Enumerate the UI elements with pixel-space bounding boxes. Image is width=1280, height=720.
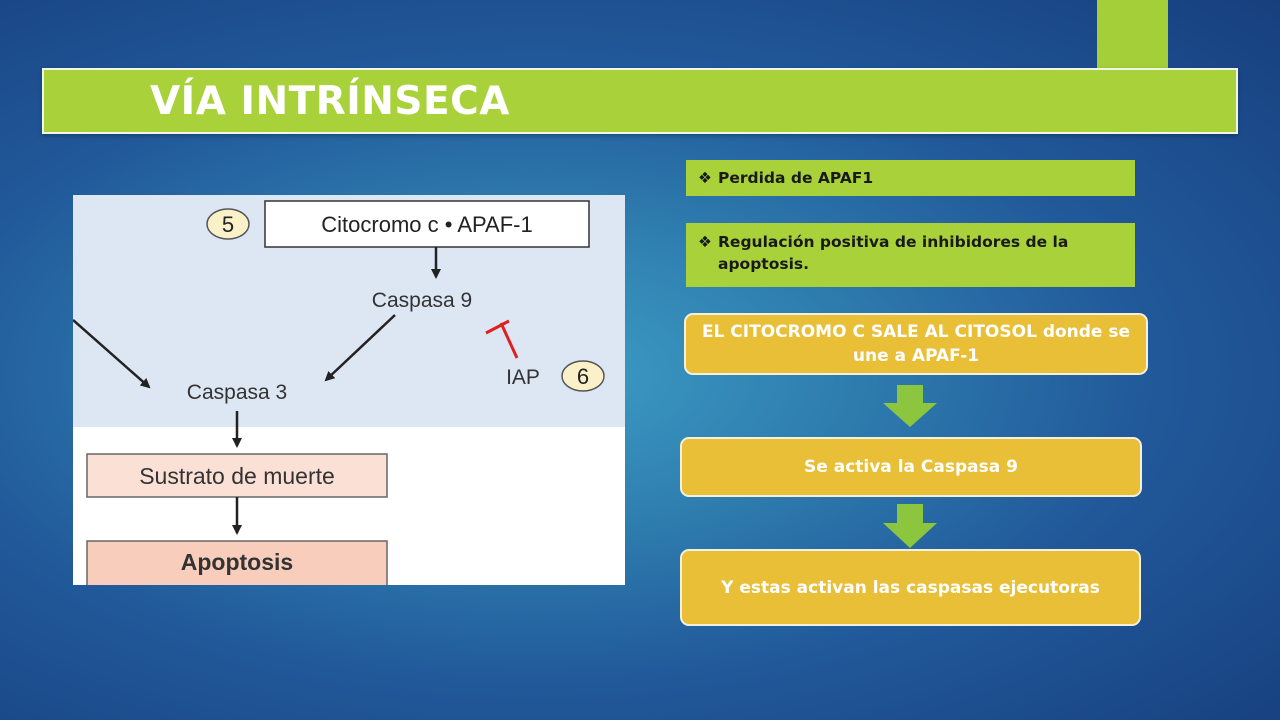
sustrato-label: Sustrato de muerte — [139, 463, 335, 489]
iap-inhibitor-stem — [499, 322, 519, 359]
down-arrow-icon — [883, 504, 937, 548]
arrow-caspasa9-to-caspasa3 — [324, 314, 396, 382]
step-5-circle — [206, 208, 250, 240]
flow-step-text: Y estas activan las caspasas ejecutoras — [721, 577, 1100, 598]
flow-step-caspasas-ejecutoras: Y estas activan las caspasas ejecutoras — [680, 549, 1141, 626]
caspasa3-label: Caspasa 3 — [187, 381, 287, 404]
iap-inhibitor-bar — [485, 319, 510, 335]
flow-step-citocromo: EL CITOCROMO C SALE AL CITOSOL donde se … — [684, 313, 1148, 375]
apoptosis-label: Apoptosis — [181, 549, 293, 575]
step-5-number: 5 — [222, 212, 234, 237]
arrow-extrinsic-to-caspasa3 — [73, 319, 151, 389]
diamond-bullet-icon: ❖ — [698, 169, 712, 187]
caspasa9-label: Caspasa 9 — [372, 289, 472, 312]
iap-label: IAP — [506, 366, 540, 389]
pathway-diagram: 5 Citocromo c • APAF-1 Caspasa 9 IAP 6 C… — [73, 195, 625, 585]
slide-title: VÍA INTRÍNSECA — [150, 79, 510, 124]
diamond-bullet-icon: ❖ — [698, 233, 712, 251]
citocromo-box — [264, 200, 590, 248]
bullet-text: Perdida de APAF1 — [718, 169, 874, 187]
flow-step-text: EL CITOCROMO C SALE AL CITOSOL donde se … — [701, 322, 1131, 366]
citocromo-label: Citocromo c • APAF-1 — [321, 212, 532, 237]
header-tab-accent — [1097, 0, 1168, 70]
sustrato-box — [86, 453, 388, 498]
apoptosis-box — [86, 540, 388, 585]
pathway-diagram-svg: 5 Citocromo c • APAF-1 Caspasa 9 IAP 6 C… — [73, 195, 625, 585]
step-6-circle — [561, 360, 605, 392]
flow-step-caspasa9: Se activa la Caspasa 9 — [680, 437, 1142, 497]
bullet-perdida-apaf1: ❖ Perdida de APAF1 — [686, 160, 1135, 196]
bullet-text: Regulación positiva de inhibidores de la… — [718, 233, 1069, 273]
title-bar: VÍA INTRÍNSECA — [42, 68, 1238, 134]
flow-step-text: Se activa la Caspasa 9 — [804, 457, 1018, 477]
bullet-regulacion-inhibidores: ❖ Regulación positiva de inhibidores de l… — [686, 223, 1135, 287]
step-6-number: 6 — [577, 364, 589, 389]
down-arrow-icon — [883, 385, 937, 427]
